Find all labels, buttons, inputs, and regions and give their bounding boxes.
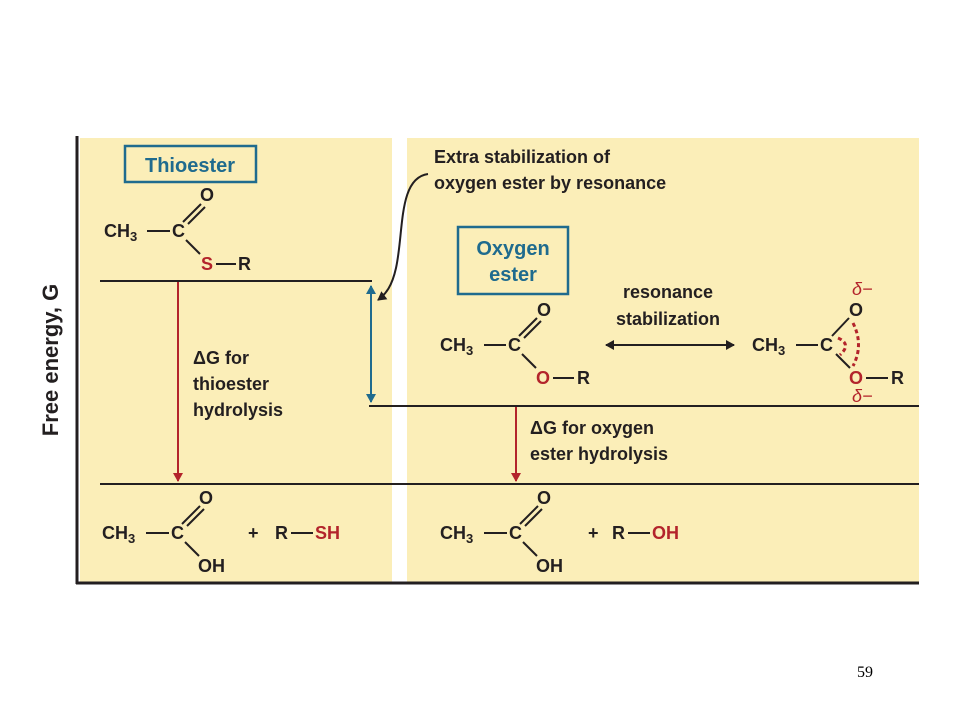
svg-text:O: O: [849, 368, 863, 388]
thioester-box-label: Thioester: [145, 155, 235, 177]
curved-pointer-arrow: [377, 173, 429, 301]
svg-text:OH: OH: [536, 556, 563, 576]
svg-text:S: S: [201, 254, 213, 274]
svg-text:CH3: CH3: [752, 335, 785, 358]
svg-text:CH3: CH3: [102, 523, 135, 546]
extra-stabilization-line2: oxygen ester by resonance: [434, 173, 666, 193]
svg-text:CH3: CH3: [440, 523, 473, 546]
svg-text:O: O: [536, 368, 550, 388]
y-axis-label: Free energy, G: [38, 284, 63, 436]
svg-text:OH: OH: [652, 523, 679, 543]
svg-text:C: C: [820, 335, 833, 355]
resonance-label-line2: stabilization: [616, 309, 720, 329]
page-number: 59: [857, 664, 873, 681]
dg-thioester-line3: hydrolysis: [193, 400, 283, 420]
svg-text:R: R: [612, 523, 625, 543]
svg-text:O: O: [537, 300, 551, 320]
right-panel: [407, 138, 919, 584]
svg-text:C: C: [171, 523, 184, 543]
resonance-label-line1: resonance: [623, 282, 713, 302]
svg-text:R: R: [577, 368, 590, 388]
svg-text:O: O: [849, 300, 863, 320]
svg-text:+: +: [248, 523, 259, 543]
svg-text:OH: OH: [198, 556, 225, 576]
svg-text:CH3: CH3: [104, 221, 137, 244]
svg-text:O: O: [537, 488, 551, 508]
dg-oxygen-line1: ΔG for oxygen: [530, 418, 654, 438]
dg-thioester-line2: thioester: [193, 374, 269, 394]
left-panel: [80, 138, 392, 584]
svg-text:O: O: [199, 488, 213, 508]
svg-text:+: +: [588, 523, 599, 543]
svg-text:C: C: [172, 221, 185, 241]
oxygen-ester-structure: CH3 C O O R: [440, 300, 590, 388]
delta-minus-top: δ−: [852, 279, 873, 299]
delta-minus-bottom: δ−: [852, 386, 873, 406]
svg-text:R: R: [238, 254, 251, 274]
dg-oxygen-line2: ester hydrolysis: [530, 444, 668, 464]
svg-text:O: O: [200, 185, 214, 205]
thioester-structure: CH3 C O S R: [104, 185, 251, 274]
oxygen-ester-products: CH3 C O OH + R OH: [440, 488, 679, 576]
oxygen-ester-box-line2: ester: [489, 264, 537, 286]
svg-text:R: R: [275, 523, 288, 543]
dg-thioester-line1: ΔG for: [193, 348, 249, 368]
oxygen-ester-box: [456, 225, 570, 296]
resonance-structure: CH3 C O O R δ− δ−: [752, 279, 904, 406]
thioester-products: CH3 C O OH + R SH: [102, 488, 340, 576]
oxygen-ester-box-line1: Oxygen: [476, 238, 549, 260]
svg-text:SH: SH: [315, 523, 340, 543]
svg-text:CH3: CH3: [440, 335, 473, 358]
thioester-box: [123, 144, 258, 184]
svg-text:R: R: [891, 368, 904, 388]
svg-text:C: C: [508, 335, 521, 355]
svg-text:C: C: [509, 523, 522, 543]
extra-stabilization-line1: Extra stabilization of: [434, 147, 611, 167]
